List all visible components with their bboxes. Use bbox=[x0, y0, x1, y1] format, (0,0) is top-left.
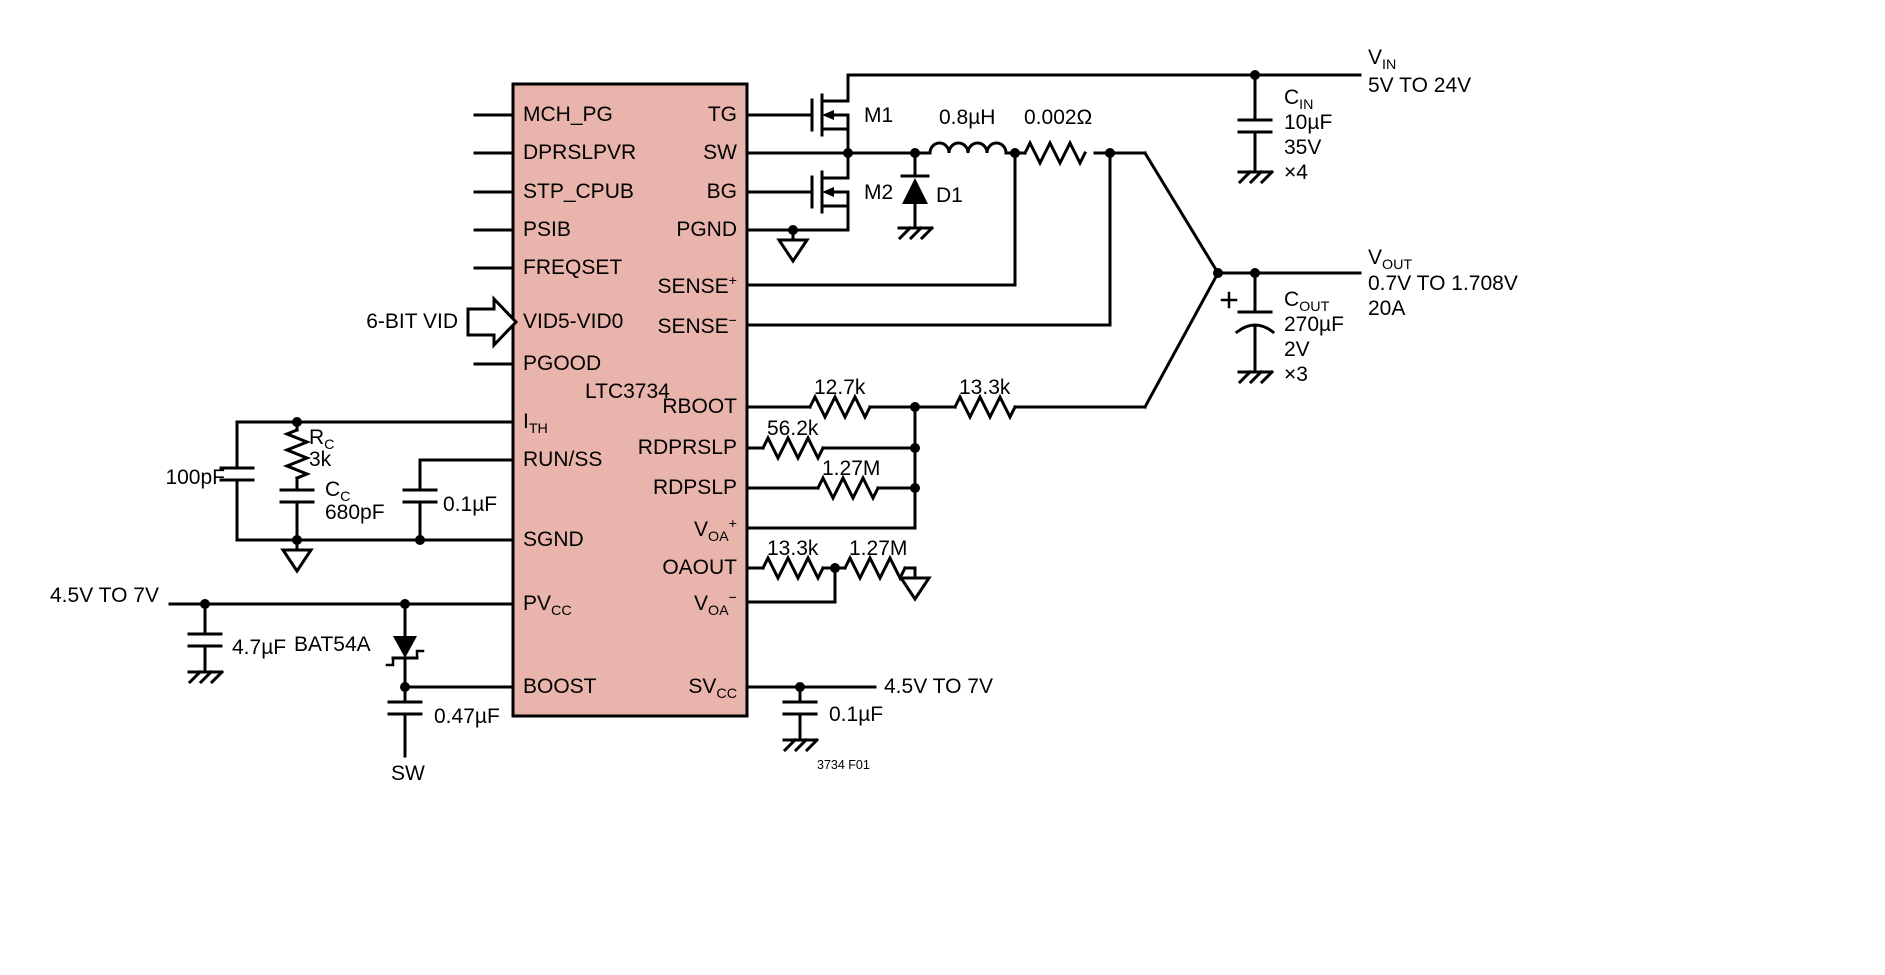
cith-value-label: 100pF bbox=[165, 466, 225, 489]
resistor-oa-1p27m bbox=[843, 556, 907, 580]
csvcc-value-label: 0.1µF bbox=[829, 703, 884, 726]
vout-current-label: 20A bbox=[1368, 297, 1406, 320]
m1-label: M1 bbox=[864, 104, 894, 127]
rc-name-label: RC bbox=[309, 426, 335, 454]
resistor-oa-13p3k bbox=[761, 556, 825, 580]
resistor-12p7k bbox=[808, 395, 872, 419]
css-value-label: 0.1µF bbox=[443, 493, 498, 516]
pin-label-rdprslp: RDPRSLP bbox=[637, 436, 737, 459]
d1-triangle bbox=[902, 178, 928, 204]
pin-label-svcc: SVCC bbox=[688, 675, 737, 703]
figure-id-label: 3734 F01 bbox=[817, 758, 870, 772]
pin-label-stp-cpub: STP_CPUB bbox=[523, 180, 634, 203]
cc-name-label: CC bbox=[325, 478, 351, 506]
vout-range-label: 0.7V TO 1.708V bbox=[1368, 272, 1518, 295]
resistor-1p27m bbox=[816, 476, 880, 500]
resistor-13p3k bbox=[953, 395, 1017, 419]
oa-r1-value-label: 13.3k bbox=[767, 537, 819, 560]
mosfet-m2 bbox=[810, 151, 850, 232]
m1-arrow bbox=[822, 110, 834, 120]
svcc-rail-label: 4.5V TO 7V bbox=[884, 675, 993, 698]
inductor-l1 bbox=[928, 141, 1008, 155]
wires bbox=[168, 73, 1362, 758]
resistor-56p2k bbox=[761, 436, 825, 460]
vid-bus-label: 6-BIT VID bbox=[366, 310, 458, 333]
pin-label-bg: BG bbox=[706, 180, 737, 203]
pin-label-tg: TG bbox=[707, 103, 737, 126]
pin-label-psib: PSIB bbox=[523, 218, 571, 241]
cpvcc-value-label: 4.7µF bbox=[232, 636, 287, 659]
inductor-label: 0.8µH bbox=[939, 106, 996, 129]
cout-value-label: 270µF bbox=[1284, 313, 1344, 336]
rc-value-label: 3k bbox=[309, 448, 332, 471]
pin-label-oaout: OAOUT bbox=[662, 556, 737, 579]
cin-qty-label: ×4 bbox=[1284, 161, 1308, 184]
pin-label-pgood: PGOOD bbox=[523, 352, 602, 375]
resistor-rsense bbox=[1023, 141, 1087, 165]
pin-label-sense-plus: SENSE+ bbox=[657, 273, 737, 298]
cout-name-label: COUT bbox=[1284, 288, 1330, 316]
pin-label-pgnd: PGND bbox=[676, 218, 737, 241]
pin-label-freqset: FREQSET bbox=[523, 256, 623, 279]
bat54a-triangle bbox=[393, 636, 417, 658]
cout-qty-label: ×3 bbox=[1284, 363, 1308, 386]
cboost-value-label: 0.47µF bbox=[434, 705, 500, 728]
pin-label-voa-plus: VOA+ bbox=[694, 516, 737, 546]
rboot1-value-label: 12.7k bbox=[814, 376, 866, 399]
pin-label-boost: BOOST bbox=[523, 675, 597, 698]
vin-range-label: 5V TO 24V bbox=[1368, 74, 1472, 97]
m2-arrow bbox=[822, 187, 834, 197]
cc-value-label: 680pF bbox=[325, 501, 385, 524]
cin-name-label: CIN bbox=[1284, 86, 1314, 114]
rdpslp-value-label: 1.27M bbox=[822, 457, 881, 480]
pin-label-dprslpvr: DPRSLPVR bbox=[523, 141, 637, 164]
ic-part-number: LTC3734 bbox=[585, 380, 670, 403]
pin-label-run-ss: RUN/SS bbox=[523, 448, 603, 471]
junction-dots bbox=[200, 70, 1260, 692]
pin-label-vid5-vid0: VID5-VID0 bbox=[523, 310, 624, 333]
sw-node-label: SW bbox=[391, 762, 425, 785]
pin-label-sense-minus: SENSE− bbox=[657, 313, 737, 338]
pin-label-sw: SW bbox=[703, 141, 737, 164]
pin-label-ith: ITH bbox=[523, 410, 548, 438]
pvcc-rail-label: 4.5V TO 7V bbox=[50, 584, 159, 607]
oa-r2-value-label: 1.27M bbox=[849, 537, 908, 560]
vid-bus-arrow bbox=[466, 295, 519, 349]
cin-voltage-label: 35V bbox=[1284, 136, 1322, 159]
vout-label: VOUT bbox=[1368, 246, 1413, 274]
rdprslp-value-label: 56.2k bbox=[767, 417, 819, 440]
rboot2-value-label: 13.3k bbox=[959, 376, 1011, 399]
pin-label-rboot: RBOOT bbox=[662, 395, 737, 418]
pin-label-mch-pg: MCH_PG bbox=[523, 103, 613, 126]
ic-body bbox=[511, 82, 749, 718]
pin-label-voa-minus: VOA− bbox=[694, 590, 737, 620]
rsense-label: 0.002Ω bbox=[1024, 106, 1093, 129]
bat54a-label: BAT54A bbox=[294, 633, 371, 656]
vin-label: VIN bbox=[1368, 46, 1397, 74]
cout-voltage-label: 2V bbox=[1284, 338, 1310, 361]
d1-label: D1 bbox=[936, 184, 963, 207]
cin-value-label: 10µF bbox=[1284, 111, 1333, 134]
pin-label-sgnd: SGND bbox=[523, 528, 584, 551]
pin-label-rdpslp: RDPSLP bbox=[652, 476, 737, 499]
m2-label: M2 bbox=[864, 181, 894, 204]
pin-label-pvcc: PVCC bbox=[523, 592, 572, 620]
filled-symbols bbox=[200, 70, 1260, 692]
